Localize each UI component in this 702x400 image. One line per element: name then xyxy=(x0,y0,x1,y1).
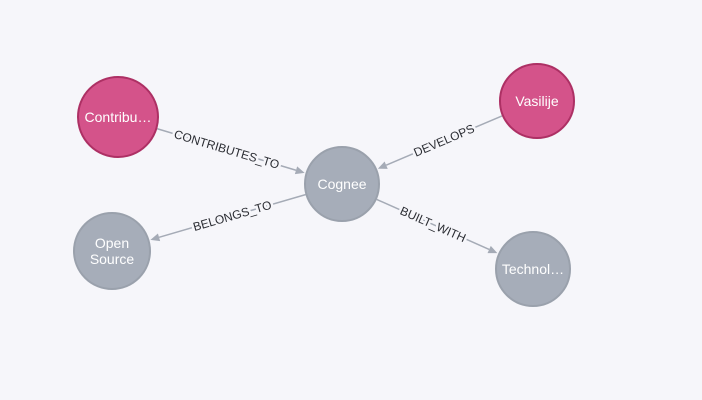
edge-built-with[interactable] xyxy=(376,198,490,251)
node-vasilije[interactable]: Vasilije xyxy=(499,63,575,139)
edge-contributes-to[interactable] xyxy=(157,128,297,171)
edge-develops[interactable] xyxy=(385,115,503,166)
edge-arrowhead xyxy=(377,161,388,169)
edge-arrowhead xyxy=(294,166,305,175)
edge-arrowhead xyxy=(150,233,161,242)
node-circle xyxy=(495,231,571,307)
edge-label[interactable]: BELONGS_TO xyxy=(189,195,276,236)
node-circle xyxy=(499,63,575,139)
node-technologies[interactable]: Technol… xyxy=(495,231,571,307)
node-circle xyxy=(73,212,151,290)
node-cognee[interactable]: Cognee xyxy=(304,146,380,222)
node-circle xyxy=(304,146,380,222)
edge-label[interactable]: BUILT_WITH xyxy=(395,201,470,247)
node-contributors[interactable]: Contribu… xyxy=(77,76,159,158)
node-circle xyxy=(77,76,159,158)
edge-label[interactable]: CONTRIBUTES_TO xyxy=(170,125,284,175)
edge-arrowhead xyxy=(487,245,498,254)
edge-label[interactable]: DEVELOPS xyxy=(409,119,479,162)
edge-belongs-to[interactable] xyxy=(158,193,306,239)
